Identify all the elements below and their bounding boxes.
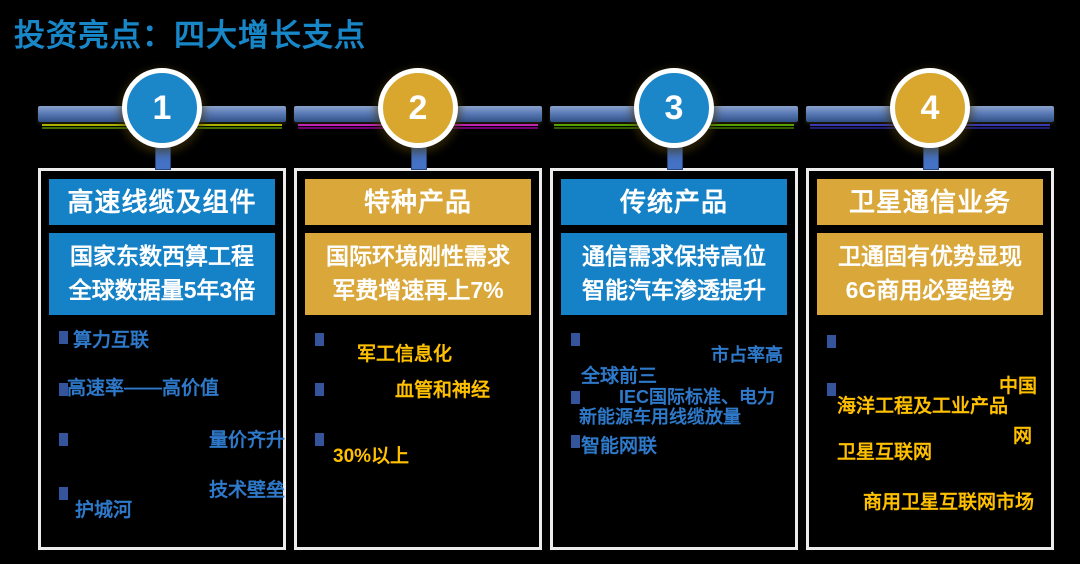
bullet-marker (315, 383, 324, 396)
subheader-line: 卫通固有优势显现 (838, 243, 1022, 269)
column-header: 传统产品 (561, 179, 787, 225)
column-top-decoration: 3 (550, 52, 798, 170)
step-number: 3 (664, 89, 684, 127)
bullet-marker (571, 435, 580, 448)
subheader-line: 国际环境刚性需求 (326, 243, 510, 269)
highlight-text: 中国 (999, 376, 1038, 397)
bullet-marker (315, 333, 324, 346)
highlight-text: 高速率——高价值 (67, 378, 220, 399)
columns-container: 1 高速线缆及组件 国家东数西算工程 全球数据量5年3倍 算力互联 高速率——高… (38, 52, 1054, 550)
highlight-text: 算力互联 (73, 330, 150, 351)
bullet-marker (59, 487, 68, 500)
subheader-line: 6G商用必要趋势 (845, 277, 1015, 303)
column-satellite-comms: 4 卫星通信业务 卫通固有优势显现 6G商用必要趋势 中国 海洋工程及工业产品 … (806, 52, 1054, 550)
column-special-products: 2 特种产品 国际环境刚性需求 军费增速再上7% 军工信息化 血管和神经 30%… (294, 52, 542, 550)
highlight-text: 海洋工程及工业产品 (837, 396, 1009, 417)
bullet-marker (59, 433, 68, 446)
highlight-text: 卫星互联网 (837, 442, 933, 463)
highlight-text: 全球前三 (581, 366, 658, 387)
column-body: 中国 海洋工程及工业产品 网 卫星互联网 商用卫星互联网市场 (817, 319, 1043, 531)
bullet-marker (571, 391, 580, 404)
column-card: 高速线缆及组件 国家东数西算工程 全球数据量5年3倍 算力互联 高速率——高价值… (38, 168, 286, 550)
bullet-marker (827, 335, 836, 348)
subheader-line: 智能汽车渗透提升 (582, 277, 766, 303)
highlight-text: 网 (1013, 426, 1033, 447)
bullet-marker (59, 383, 68, 396)
column-top-decoration: 4 (806, 52, 1054, 170)
subheader-line: 全球数据量5年3倍 (68, 277, 256, 303)
column-subheader: 国际环境刚性需求 军费增速再上7% (305, 233, 531, 315)
step-number-badge: 3 (634, 68, 714, 148)
column-card: 特种产品 国际环境刚性需求 军费增速再上7% 军工信息化 血管和神经 30%以上 (294, 168, 542, 550)
step-number-badge: 4 (890, 68, 970, 148)
column-subheader: 通信需求保持高位 智能汽车渗透提升 (561, 233, 787, 315)
step-number: 2 (408, 89, 428, 127)
column-header: 卫星通信业务 (817, 179, 1043, 225)
subheader-line: 国家东数西算工程 (70, 243, 254, 269)
highlight-text: 血管和神经 (395, 380, 491, 401)
subheader-line: 通信需求保持高位 (582, 243, 766, 269)
bullet-marker (315, 433, 324, 446)
column-header: 高速线缆及组件 (49, 179, 275, 225)
column-high-speed-cable: 1 高速线缆及组件 国家东数西算工程 全球数据量5年3倍 算力互联 高速率——高… (38, 52, 286, 550)
column-card: 卫星通信业务 卫通固有优势显现 6G商用必要趋势 中国 海洋工程及工业产品 网 … (806, 168, 1054, 550)
subheader-line: 军费增速再上7% (332, 277, 504, 303)
column-card: 传统产品 通信需求保持高位 智能汽车渗透提升 市占率高 全球前三 IEC国际标准… (550, 168, 798, 550)
column-subheader: 卫通固有优势显现 6G商用必要趋势 (817, 233, 1043, 315)
highlight-text: 军工信息化 (357, 344, 453, 365)
bullet-marker (827, 383, 836, 396)
column-top-decoration: 2 (294, 52, 542, 170)
step-number-badge: 1 (122, 68, 202, 148)
bullet-marker (59, 331, 68, 344)
highlight-text: 技术壁垒 (209, 480, 286, 501)
step-number-badge: 2 (378, 68, 458, 148)
page-title: 投资亮点：四大增长支点 (14, 18, 366, 53)
bullet-marker (571, 333, 580, 346)
column-body: 军工信息化 血管和神经 30%以上 (305, 319, 531, 531)
column-header: 特种产品 (305, 179, 531, 225)
step-number: 1 (152, 89, 172, 127)
column-top-decoration: 1 (38, 52, 286, 170)
column-body: 市占率高 全球前三 IEC国际标准、电力 新能源车用线缆放量 智能网联 (561, 319, 787, 531)
highlight-text: IEC国际标准、电力 (619, 387, 776, 407)
highlight-text: 智能网联 (581, 436, 658, 457)
column-body: 算力互联 高速率——高价值 量价齐升 技术壁垒 护城河 (49, 319, 285, 531)
highlight-text: 商用卫星互联网市场 (863, 492, 1035, 513)
highlight-text: 30%以上 (333, 446, 410, 467)
column-subheader: 国家东数西算工程 全球数据量5年3倍 (49, 233, 275, 315)
highlight-text: 新能源车用线缆放量 (579, 407, 741, 427)
step-number: 4 (920, 89, 940, 127)
highlight-text: 市占率高 (711, 345, 783, 365)
highlight-text: 护城河 (75, 500, 133, 521)
highlight-text: 量价齐升 (209, 430, 286, 451)
column-traditional-products: 3 传统产品 通信需求保持高位 智能汽车渗透提升 市占率高 全球前三 IEC国际… (550, 52, 798, 550)
